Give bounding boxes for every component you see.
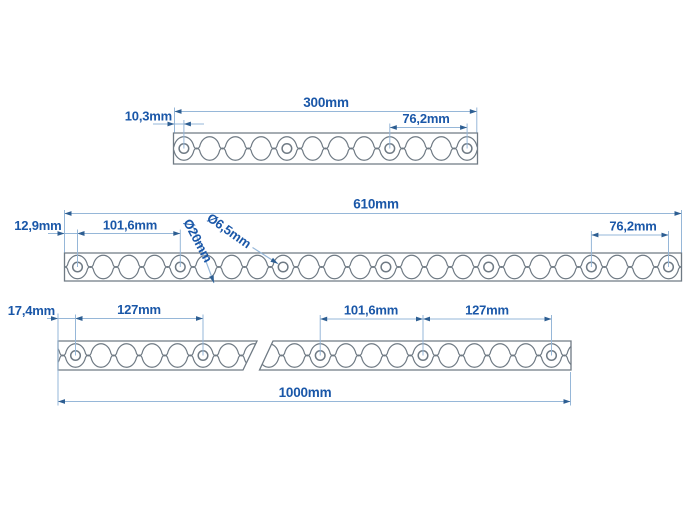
leader-line [190,220,215,284]
dim-label-pitch-127-left: 127mm [117,302,161,317]
dim-label-overall-300: 300mm [303,95,349,110]
dim-offset-10-3: 10,3mm [125,109,204,149]
dim-overall-300: 300mm [174,95,478,133]
rail-outline [172,132,479,165]
dim-pitch-76-2: 76,2mm [590,219,669,267]
dim-label-overall-1000: 1000mm [279,385,332,400]
scallop-pattern [64,254,682,280]
scallop-pattern [173,136,478,161]
scallop-pattern [58,343,257,368]
dim-pitch-127-right: 127mm [423,303,552,356]
dim-pitch-76-2: 76,2mm [389,111,468,149]
leader-arrow [270,257,278,264]
dimension-arrow [58,399,65,404]
dimension-arrow [469,109,477,114]
dimension-arrow [563,399,571,404]
leader-label-diameter-6-5: Ø6,5mm [204,210,254,251]
dim-offset-12-9: 12,9mm [14,218,96,267]
dimension-arrow [591,232,599,238]
dimension-arrow [674,211,682,216]
dimension-arrow [196,316,203,321]
dimension-arrow [416,316,423,322]
dimension-arrow [173,231,181,236]
dim-pitch-127-left: 127mm [75,302,204,356]
dim-pitch-101-6-right: 101,6mm [319,303,424,356]
mounting-hole [380,261,392,273]
rail-300mm: 300mm 10,3mm 76,2mm [125,95,479,165]
dimension-arrow [75,316,83,321]
dimension-arrow [57,231,65,236]
dimension-arrow [77,231,85,236]
dim-label-pitch-127-right: 127mm [465,303,509,318]
dim-label-offset-12-9: 12,9mm [14,218,61,233]
dimension-arrow [544,316,552,322]
dimension-arrow [183,121,191,127]
dim-label-pitch-101-6: 101,6mm [103,218,157,233]
dimension-arrow [460,125,468,130]
dimension-arrow [423,316,430,322]
rail-outline [63,252,683,282]
dimension-arrow [64,211,72,216]
dim-label-offset-10-3: 10,3mm [125,109,172,124]
scallop-pattern [259,343,571,368]
rail-outline [258,340,572,371]
dim-pitch-101-6: 101,6mm [77,218,181,267]
dim-overall-610: 610mm [64,197,682,253]
mounting-hole [483,261,495,273]
dimension-arrow [174,109,182,114]
dim-overall-1000: 1000mm [57,313,571,406]
rail-1000mm: 17,4mm 127mm 101,6mm 127mm 1000mm [8,302,572,406]
mounting-hole [277,261,289,273]
dimension-arrow [167,121,175,127]
dim-label-pitch-76-2: 76,2mm [402,111,449,126]
dim-label-overall-610: 610mm [353,197,399,212]
dimension-arrow [389,125,397,130]
dim-label-pitch-101-6-right: 101,6mm [344,303,398,318]
dimension-arrow [661,232,669,238]
dim-label-pitch-76-2: 76,2mm [609,219,656,234]
dimension-arrow [320,316,328,322]
dim-offset-17-4: 17,4mm [8,303,95,356]
leader-arrow [209,275,214,283]
mounting-hole [281,142,293,155]
dim-label-offset-17-4: 17,4mm [8,303,55,318]
dimension-arrow [51,316,58,321]
